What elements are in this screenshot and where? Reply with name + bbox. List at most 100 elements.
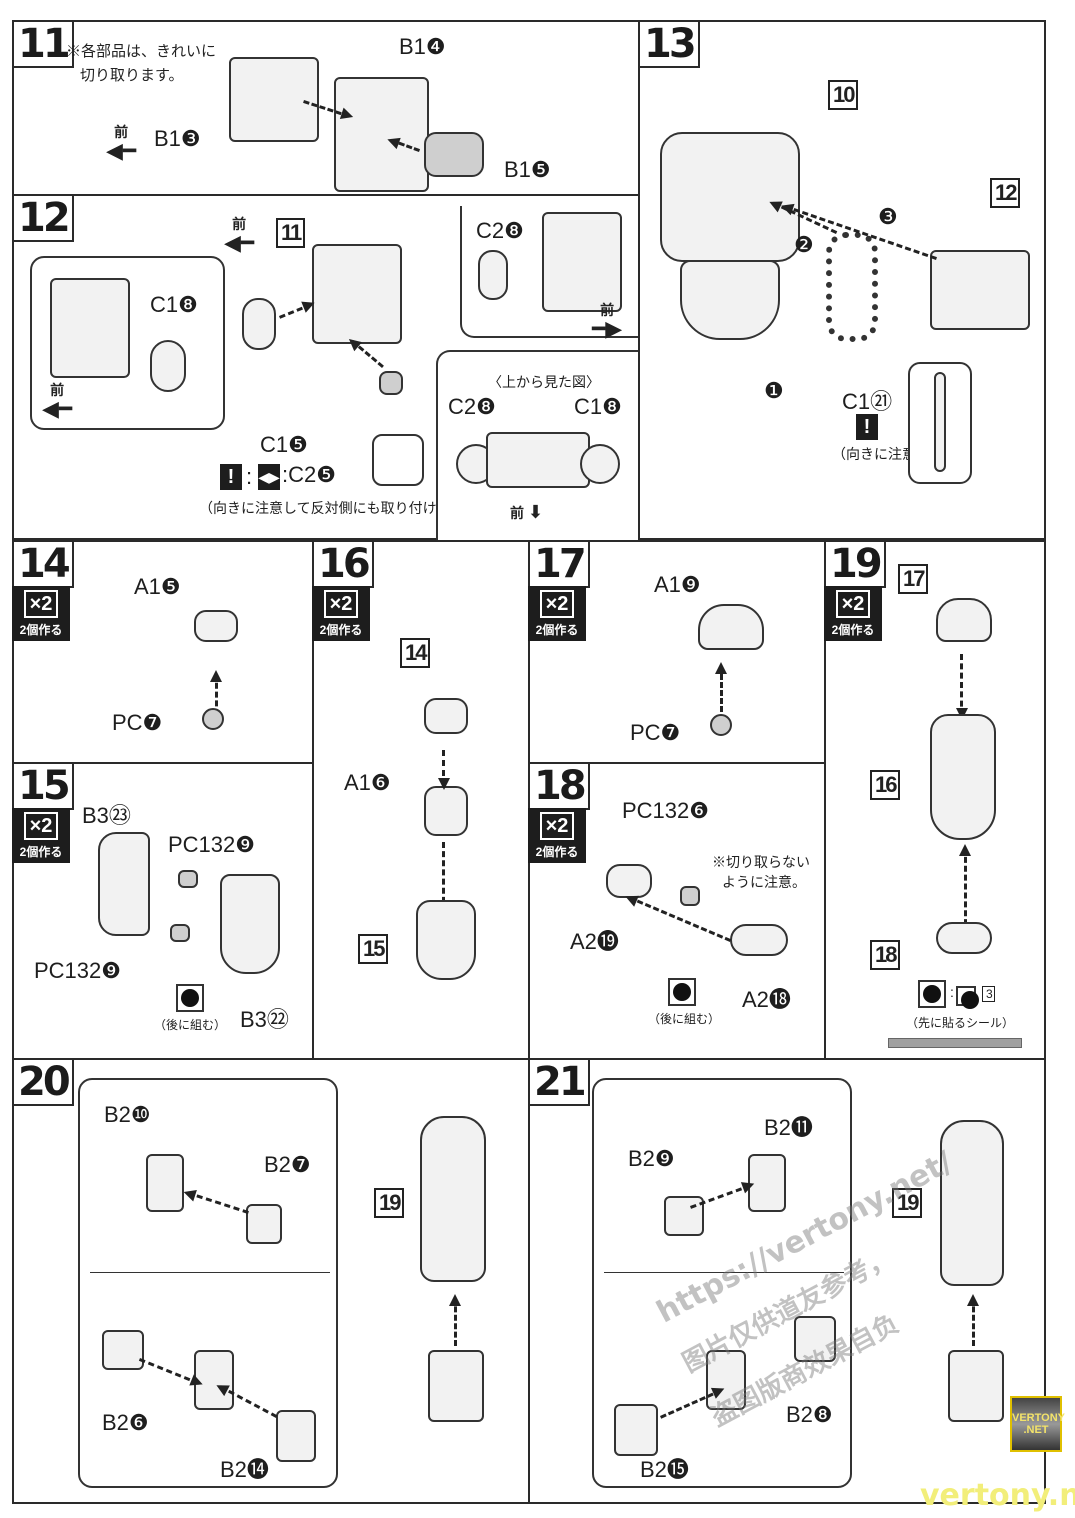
divider	[90, 1272, 330, 1273]
front-direction-marker: 前 ◀━	[42, 380, 73, 421]
no-cut-note-line2: ように注意。	[722, 874, 806, 890]
multiplier: ×2	[323, 590, 359, 618]
sticker-icon	[956, 986, 979, 1009]
assembly-arrow	[351, 339, 384, 368]
part-assembly-16	[930, 714, 996, 840]
part-label: C1❽	[574, 394, 622, 419]
part-assembly-18	[936, 922, 992, 954]
step-17-panel: 17 ×2 2個作る A1❾ PC❼	[528, 540, 826, 764]
part-assembly-17	[936, 598, 992, 642]
ref-step-11: 11	[276, 218, 306, 248]
part-b15	[424, 132, 484, 177]
part-frame	[50, 278, 130, 378]
mirror-part-label: :C2❺	[282, 462, 336, 487]
part-assembly-19	[940, 1120, 1004, 1286]
step-number: 11	[12, 20, 74, 68]
arrow-left-icon: ◀━	[106, 138, 137, 163]
part-b26	[102, 1330, 144, 1370]
cut-note-line1: ※各部品は、きれいに	[66, 43, 217, 60]
part-frame-b14	[334, 77, 429, 192]
part-pc7	[202, 708, 224, 730]
part-label: B3㉒	[240, 1007, 289, 1032]
part-label: B2❻	[102, 1410, 149, 1435]
divider	[604, 1272, 844, 1273]
part-label: B1❺	[504, 157, 551, 182]
quantity-badge: ×2 2個作る	[528, 586, 586, 641]
quantity-badge: ×2 2個作る	[528, 808, 586, 863]
front-direction-marker: 前 ◀━	[224, 214, 255, 255]
assembly-arrow	[960, 654, 963, 716]
part-pc1329-bottom	[170, 924, 190, 942]
seq-marker-1: ❶	[764, 378, 784, 403]
make-count-label: 2個作る	[831, 623, 875, 637]
part-assembly-19	[420, 1116, 486, 1282]
step-number: 17	[528, 540, 590, 588]
part-frame	[542, 212, 622, 312]
assembly-arrow	[279, 303, 312, 319]
later-note: （後に組む）	[648, 1012, 721, 1026]
ref-step-12: 12	[990, 178, 1021, 208]
part-pc1329-top	[178, 870, 198, 888]
part-label: A2⓲	[742, 987, 791, 1012]
make-count-label: 2個作る	[19, 845, 63, 859]
step-19-panel: 19 ×2 2個作る 17 16 18 : 3 （先に貼るシール）	[824, 540, 1046, 1060]
part-assembly-12	[930, 250, 1030, 330]
arrow-left-icon: ◀━	[42, 396, 73, 421]
quantity-badge: ×2 2個作る	[12, 586, 70, 641]
detail-inset: B2❾ B2⓫ B2❽ B2⓯	[592, 1078, 852, 1488]
part-b215	[614, 1404, 658, 1456]
part-label: A1❻	[344, 770, 391, 795]
part-label: C1❽	[150, 292, 198, 317]
multiplier: ×2	[23, 812, 59, 840]
part-label: B1❹	[399, 34, 446, 59]
part-b214	[276, 1410, 316, 1462]
assemble-later-icon	[176, 984, 204, 1012]
step-number: 18	[528, 762, 590, 810]
part-label: PC❼	[112, 710, 163, 735]
part-b210	[146, 1154, 184, 1212]
part-foot-assembly	[428, 1350, 484, 1422]
part-label: A2⓳	[570, 929, 619, 954]
part-label: B2❼	[264, 1152, 311, 1177]
site-watermark: vertony.net	[920, 1478, 1075, 1513]
part-clear-cylinder	[242, 298, 276, 350]
make-count-label: 2個作る	[535, 845, 579, 859]
part-b27	[246, 1204, 282, 1244]
part-label: PC132❻	[622, 798, 709, 823]
step-number: 14	[12, 540, 74, 588]
top-view-inset: 〈上から見た図〉 C2❽ C1❽ 前 ⬇	[436, 350, 640, 540]
part-c15	[379, 371, 403, 395]
step-number: 15	[12, 762, 74, 810]
sticker-position-icon	[918, 980, 946, 1008]
later-note: （後に組む）	[154, 1018, 227, 1032]
detail-inset: B2❿ B2❼ B2❻ B2⓮	[78, 1078, 338, 1488]
make-count-label: 2個作る	[319, 623, 363, 637]
part-a16	[424, 786, 468, 836]
part-lower-body	[680, 260, 780, 340]
arrow-left-icon: ◀━	[224, 230, 255, 255]
front-direction-marker: 前 ━▶	[592, 300, 623, 341]
cylinder-right	[580, 444, 620, 484]
ref-step-19: 19	[892, 1188, 923, 1218]
step-12-panel: 12 C1❽ 前 ◀━ 前 ◀━ 11 C1❺ ! : ◀▶ :C2❺ （向きに…	[12, 194, 640, 540]
part-label: B2⓫	[764, 1115, 813, 1140]
step-number: 19	[824, 540, 886, 588]
front-label: 前	[600, 302, 615, 318]
ref-step-17: 17	[898, 564, 929, 594]
step-14-panel: 14 ×2 2個作る A1❺ PC❼	[12, 540, 314, 764]
ref-step-14: 14	[400, 638, 431, 668]
step-15-panel: 15 ×2 2個作る B3㉓ PC132❾ PC132❾ B3㉒ （後に組む）	[12, 762, 314, 1060]
part-label: B2⓯	[640, 1457, 689, 1482]
step-number: 16	[312, 540, 374, 588]
assembly-arrow	[972, 1298, 975, 1346]
warning-icon: !	[220, 464, 242, 490]
vertony-logo: VERTONY .NET	[1010, 1396, 1065, 1452]
front-label: 前	[114, 124, 129, 140]
part-label: A1❾	[654, 572, 701, 597]
ref-step-19: 19	[374, 1188, 405, 1218]
arrow-right-icon: ━▶	[592, 316, 623, 341]
part-label: B2⓮	[220, 1457, 269, 1482]
part-label: C2❽	[476, 218, 524, 243]
inset-right: C2❽ 前 ━▶	[460, 206, 640, 341]
ref-step-15: 15	[358, 934, 389, 964]
